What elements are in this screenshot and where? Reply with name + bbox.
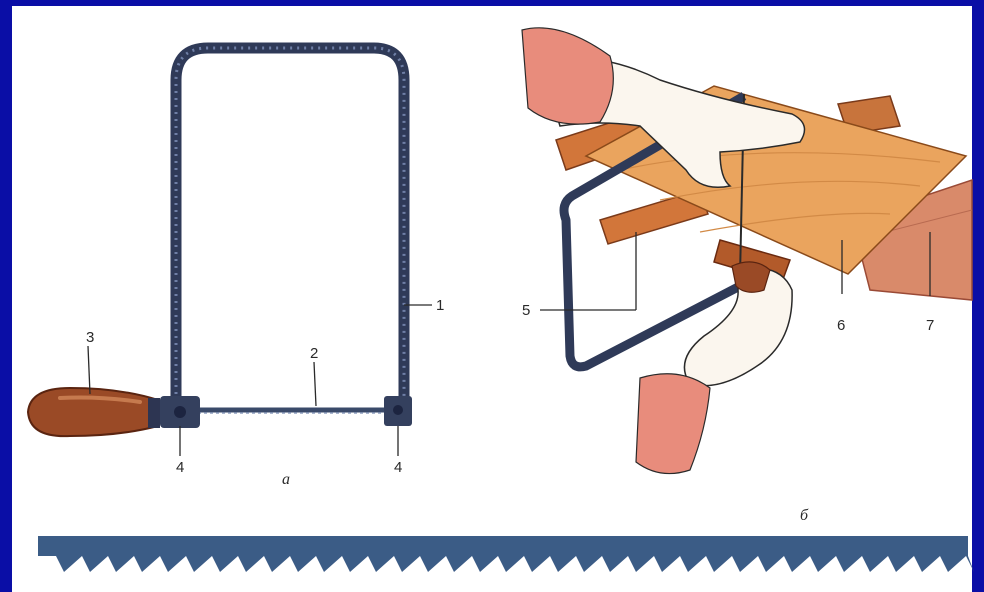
label-4-right: 4 (394, 459, 402, 476)
saw-handle (26, 386, 159, 438)
saw-frame-in-use (559, 92, 747, 372)
caption-a: а (282, 471, 290, 488)
lower-hand (683, 267, 793, 387)
label-4-left: 4 (176, 459, 184, 476)
saw-frame (170, 42, 410, 408)
label-2: 2 (310, 345, 318, 362)
label-6: 6 (837, 317, 845, 334)
label-3: 3 (86, 329, 94, 346)
sawing-figure-b: 5 6 7 б (521, 27, 973, 524)
label-7: 7 (926, 317, 934, 334)
caption-b: б (800, 507, 809, 524)
label-1: 1 (436, 297, 444, 314)
long-saw-blade (38, 536, 974, 572)
fretsaw-figure-a: 1 2 3 4 4 а (26, 42, 444, 488)
label-5: 5 (522, 302, 530, 319)
